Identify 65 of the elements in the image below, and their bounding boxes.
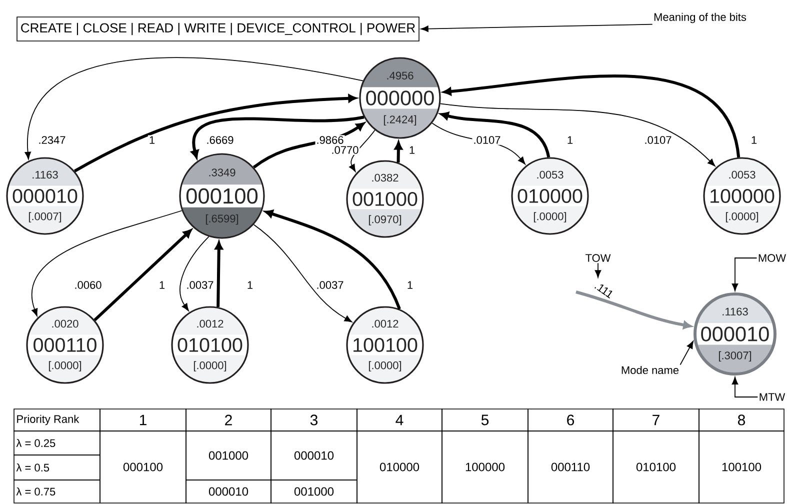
table-cell: 8 bbox=[698, 408, 784, 432]
arrow bbox=[349, 130, 376, 172]
annotation-text: Mode name bbox=[622, 366, 679, 374]
bit-legend-box: CREATE | CLOSE | READ | WRITE | DEVICE_CONTROL | POWER bbox=[16, 16, 420, 42]
edge-label: .2347 bbox=[37, 135, 67, 145]
arrow bbox=[420, 24, 653, 32]
arrow bbox=[576, 290, 692, 329]
arrow bbox=[440, 112, 550, 158]
table-cell: 000010 bbox=[270, 430, 358, 480]
arrow bbox=[31, 210, 182, 316]
table-cell: 001000 bbox=[270, 480, 358, 504]
table-cell: 1 bbox=[100, 408, 186, 432]
edge-label: 1 bbox=[566, 135, 574, 145]
edge-label: 1 bbox=[750, 135, 758, 145]
arrow bbox=[94, 229, 192, 322]
arrow bbox=[180, 236, 210, 312]
annotation-text: TOW bbox=[586, 254, 611, 262]
annotation-text: MOW bbox=[758, 254, 786, 262]
table-cell: 7 bbox=[612, 408, 700, 432]
edge-label: .0037 bbox=[185, 280, 215, 290]
edge-label: .0060 bbox=[73, 280, 103, 290]
edge-label: 1 bbox=[406, 280, 414, 290]
table-cell: 100100 bbox=[698, 430, 784, 504]
leader-line bbox=[732, 376, 758, 398]
edge-label: .0107 bbox=[643, 135, 673, 145]
table-cell: 010000 bbox=[356, 430, 442, 504]
annotation-text: MTW bbox=[760, 393, 786, 401]
edge-label: 1 bbox=[158, 280, 166, 290]
arrow bbox=[24, 57, 364, 160]
arrow bbox=[214, 241, 223, 308]
table-cell: 2 bbox=[186, 408, 272, 432]
edge-label: 1 bbox=[408, 145, 416, 155]
table-cell: 100000 bbox=[442, 430, 528, 504]
table-cell: 000110 bbox=[528, 430, 614, 504]
arrow bbox=[253, 224, 352, 322]
leader-line bbox=[594, 262, 602, 278]
arrow bbox=[264, 210, 401, 310]
annotation-text: Meaning of the bits bbox=[654, 12, 746, 24]
edge-label: 1 bbox=[148, 135, 156, 145]
table-cell: 3 bbox=[270, 408, 358, 432]
table-cell: 5 bbox=[442, 408, 528, 432]
table-cell: 010100 bbox=[612, 430, 700, 504]
table-cell: λ = 0.5 bbox=[14, 454, 100, 480]
edge-label: .0770 bbox=[330, 145, 360, 155]
leader-line bbox=[732, 258, 758, 292]
table-cell: λ = 0.25 bbox=[14, 430, 100, 456]
edge-label: .9866 bbox=[315, 135, 345, 145]
table-cell: 000010 bbox=[186, 480, 272, 504]
table-cell: Priority Rank bbox=[14, 408, 100, 432]
table-cell: 4 bbox=[356, 408, 442, 432]
table-cell: 000100 bbox=[100, 430, 186, 504]
edge-label: .0107 bbox=[472, 135, 502, 145]
edge-label: .111 bbox=[592, 280, 616, 300]
table-cell: λ = 0.75 bbox=[14, 480, 100, 504]
table-cell: 6 bbox=[528, 408, 614, 432]
arrow bbox=[440, 103, 716, 166]
arrow bbox=[443, 74, 740, 158]
edge-label: .6669 bbox=[205, 135, 235, 145]
leader-line bbox=[680, 340, 694, 366]
arrow bbox=[394, 141, 402, 163]
arrow bbox=[74, 94, 357, 172]
table-cell: 001000 bbox=[186, 430, 272, 480]
edge-label: 1 bbox=[246, 280, 254, 290]
edge-label: .0037 bbox=[315, 280, 345, 290]
arrow bbox=[191, 116, 364, 158]
